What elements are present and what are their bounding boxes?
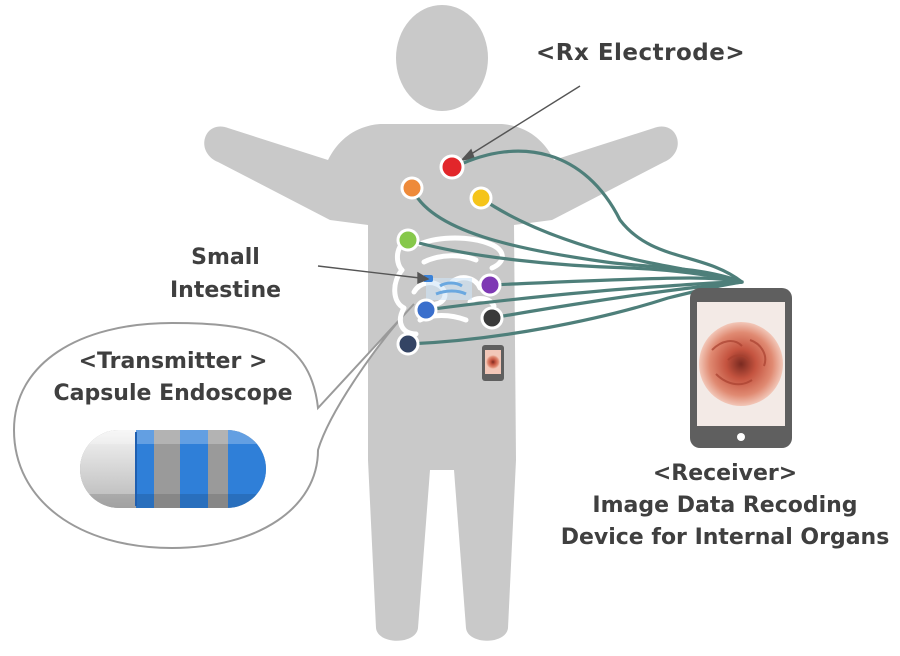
endoscope-image-folds <box>711 339 767 386</box>
body-torso-arms-legs <box>204 124 678 641</box>
electrode-green <box>396 228 420 252</box>
electrode-wires <box>406 149 744 346</box>
capsule-endoscope-illustration <box>80 430 266 508</box>
electrode-yellow <box>469 186 493 210</box>
pointer-arrows <box>317 85 581 285</box>
receiver-label-line1: <Receiver> <box>652 461 798 486</box>
receiver-phone <box>690 288 792 448</box>
small-intestine-label-line1: Small <box>191 245 260 270</box>
human-body-silhouette <box>204 5 678 641</box>
transmitter-label: <Transmitter > Capsule Endoscope <box>42 346 304 410</box>
electrode-navy <box>396 332 420 356</box>
receiver-label: <Receiver> Image Data Recoding Device fo… <box>555 458 895 554</box>
endoscope-image <box>699 322 783 406</box>
electrode-blue <box>414 298 438 322</box>
rx-electrodes <box>396 154 504 356</box>
transmitter-label-line1: <Transmitter > <box>78 349 268 374</box>
small-intestine-label: Small Intestine <box>170 241 281 307</box>
transmitter-label-line2: Capsule Endoscope <box>53 381 293 406</box>
electrode-red <box>439 154 465 180</box>
receiver-label-line3: Device for Internal Organs <box>560 525 890 550</box>
small-intestine-label-line2: Intestine <box>170 278 282 303</box>
rx-electrode-label: <Rx Electrode> <box>536 40 746 66</box>
transmitter-callout-bubble <box>12 303 415 550</box>
receiver-label-line2: Image Data Recoding <box>592 493 858 518</box>
electrode-purple <box>478 273 502 297</box>
body-head <box>396 5 488 111</box>
electrode-black <box>480 306 504 330</box>
body-receiver-mini-device <box>482 345 504 381</box>
electrode-orange <box>400 176 424 200</box>
capsule-in-body-highlight <box>423 275 472 300</box>
phone-home-button <box>737 433 745 441</box>
